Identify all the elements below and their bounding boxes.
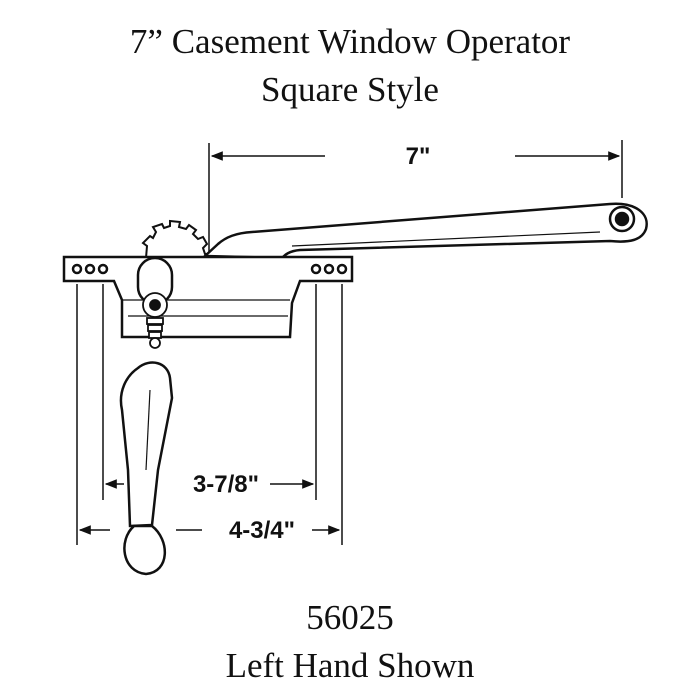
crank-handle [119,361,174,576]
spline-shaft [142,292,168,349]
mounting-hole [97,263,109,275]
base-plate [62,255,354,339]
mounting-hole [336,263,348,275]
arm-length-dimension: 7" [208,140,623,278]
hole-spacing-dimensions [76,284,343,545]
outer-spacing-label: 4-3/4" [229,517,295,544]
part-number: 56025 [306,598,394,637]
gear [141,219,213,259]
inner-spacing-label: 3-7/8" [193,471,259,498]
arm-length-label: 7" [406,143,431,170]
mounting-hole [323,263,335,275]
diagram-subtitle: Square Style [261,70,439,109]
diagram-title: 7” Casement Window Operator [129,22,571,61]
arm-roller-hole [614,211,630,227]
mounting-hole [84,263,96,275]
handedness-note: Left Hand Shown [225,646,475,685]
operator-arm [201,202,648,260]
mounting-hole [71,263,83,275]
mounting-hole [310,263,322,275]
